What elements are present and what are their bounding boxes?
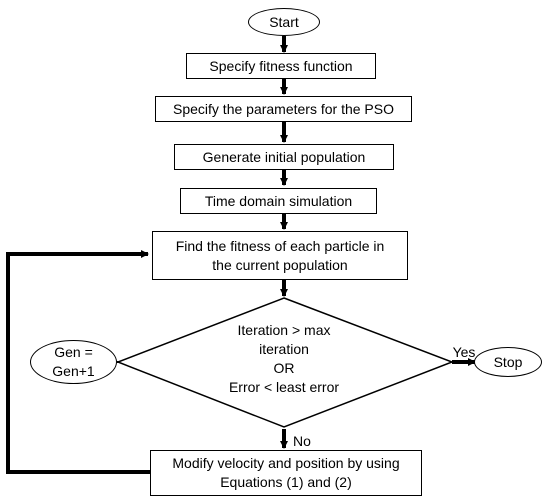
- step-modify-velocity-position: Modify velocity and position by using Eq…: [150, 450, 422, 496]
- step-modify-label-2: Equations (1) and (2): [220, 474, 352, 490]
- step-find-fitness-label-2: the current population: [212, 256, 348, 273]
- stop-node: Stop: [474, 347, 542, 377]
- step-find-fitness: Find the fitness of each particle in the…: [152, 231, 408, 280]
- decision-line-3: OR: [273, 359, 295, 376]
- step-fitness-function: Specify fitness function: [186, 53, 376, 79]
- decision-text: Iteration > max iteration OR Error < lea…: [184, 321, 384, 397]
- start-label: Start: [269, 13, 299, 30]
- feedback-loop-line: [6, 250, 150, 474]
- decision-line-2: iteration: [259, 340, 309, 357]
- step-fitness-function-label: Specify fitness function: [209, 57, 353, 74]
- step-initial-population-label: Generate initial population: [202, 148, 366, 165]
- decision-line-4: Error < least error: [228, 378, 340, 395]
- gen-increment-node: Gen = Gen+1: [30, 340, 117, 384]
- step-find-fitness-label-1: Find the fitness of each particle in: [175, 237, 385, 254]
- decision-diamond: [115, 297, 455, 428]
- step-modify-label-1: Modify velocity and position by using: [172, 455, 400, 472]
- step-pso-parameters: Specify the parameters for the PSO: [155, 96, 412, 122]
- step-initial-population: Generate initial population: [174, 144, 394, 170]
- gen-line-1: Gen =: [54, 344, 93, 361]
- gen-line-2: Gen+1: [52, 363, 95, 379]
- no-label: No: [293, 433, 311, 449]
- step-time-domain-simulation: Time domain simulation: [180, 188, 377, 214]
- decision-line-1: Iteration > max: [237, 322, 331, 338]
- step-pso-parameters-label: Specify the parameters for the PSO: [173, 100, 394, 117]
- stop-label: Stop: [493, 353, 523, 370]
- start-node: Start: [248, 8, 320, 36]
- step-time-domain-simulation-label: Time domain simulation: [204, 192, 353, 209]
- yes-label: Yes: [452, 344, 476, 360]
